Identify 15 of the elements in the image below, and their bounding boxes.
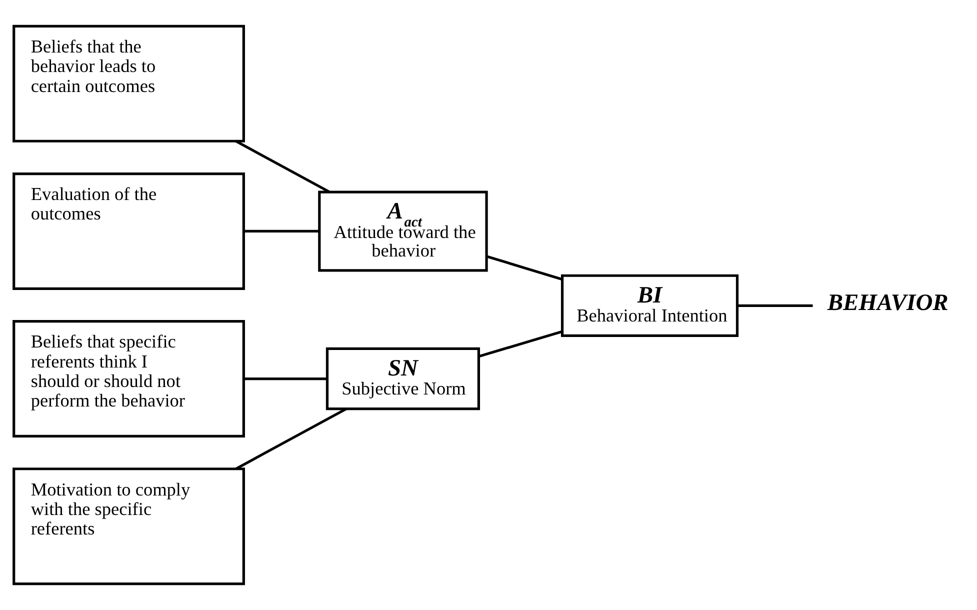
node-box: Beliefs that specific referents think I should or should not perform the behavior (12, 320, 245, 438)
node-box: A$_{act}$ Attitude toward the behavior (318, 190, 488, 272)
node-box: Motivation to comply with the specific referents (12, 468, 245, 586)
connector (738, 304, 813, 307)
connector (235, 408, 347, 470)
connector (235, 140, 330, 194)
node-box: SN Subjective Norm (326, 347, 480, 410)
connector (244, 230, 320, 233)
node-text: BEHAVIOR (827, 290, 948, 316)
node-box: BI Behavioral Intention (560, 274, 739, 337)
connector (486, 255, 562, 281)
connector (478, 330, 562, 358)
node-box: Evaluation of the outcomes (12, 172, 245, 290)
node-box: Beliefs that the behavior leads to certain outcomes (12, 24, 245, 142)
connector (244, 377, 328, 380)
